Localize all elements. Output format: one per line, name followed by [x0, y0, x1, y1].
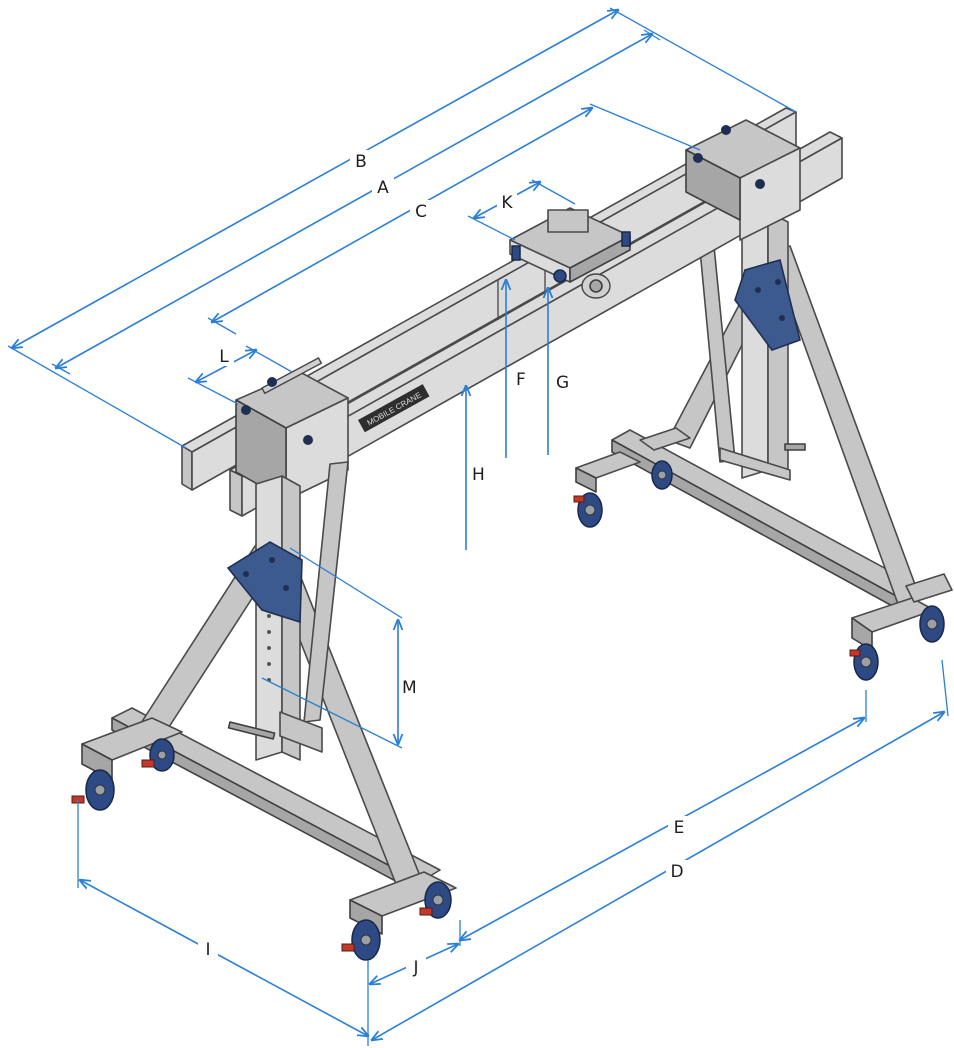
dim-label-m: M	[402, 678, 417, 698]
dim-label-e: E	[674, 818, 685, 838]
dim-label-b: B	[355, 152, 367, 172]
dim-label-j: J	[412, 958, 418, 978]
rear-a-frame	[573, 211, 953, 681]
rear-caster-right	[849, 573, 953, 681]
dim-line-e	[460, 718, 864, 940]
dim-label-c: C	[415, 202, 427, 222]
post-handle	[227, 721, 276, 740]
rear-post	[741, 211, 769, 479]
rear-caster-left	[573, 451, 641, 528]
dim-label-i: I	[205, 940, 210, 960]
beam-clamp-front	[235, 357, 349, 501]
dim-line-i	[80, 880, 368, 1036]
rear-caster-mid	[639, 427, 691, 490]
dim-label-h: H	[472, 465, 485, 485]
beam-clamp-rear	[685, 119, 801, 241]
dim-line-d	[372, 712, 944, 1040]
front-caster-right	[341, 871, 457, 961]
dim-label-l: L	[219, 347, 229, 367]
dim-line-c	[212, 108, 592, 322]
dim-label-a: A	[377, 178, 389, 198]
dim-label-d: D	[670, 862, 683, 882]
dimension-labels: B A C K L F G H M E D I J	[198, 150, 690, 978]
rear-gusset	[734, 259, 801, 351]
dim-label-f: F	[516, 370, 526, 390]
dim-label-k: K	[501, 193, 513, 213]
front-gusset	[226, 541, 303, 624]
front-a-frame	[71, 461, 457, 961]
front-rear-strut	[303, 461, 349, 723]
dimension-lines	[7, 7, 949, 1046]
dim-label-g: G	[556, 373, 569, 393]
front-caster-left	[71, 717, 183, 811]
